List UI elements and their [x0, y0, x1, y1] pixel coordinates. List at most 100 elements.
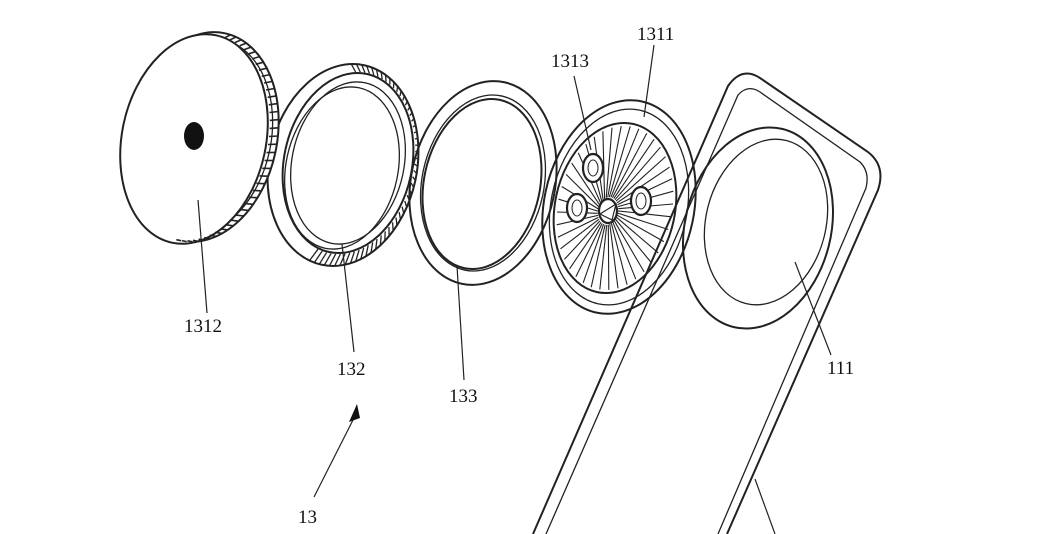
- ring-tooth: [350, 63, 357, 73]
- cap-tooth: [230, 219, 239, 222]
- fan-blade: [613, 138, 655, 199]
- label-frame: 1311: [637, 24, 674, 45]
- cap-tooth: [265, 87, 275, 91]
- ring-tooth: [355, 249, 360, 262]
- fan-blade: [569, 221, 602, 270]
- ring-tooth: [375, 239, 378, 250]
- cap-tooth: [258, 67, 267, 71]
- assembly-arrowhead: [349, 404, 360, 422]
- fan-blade: [616, 216, 659, 254]
- ring-tooth: [360, 247, 365, 260]
- fan-blade: [612, 221, 637, 280]
- cap-tooth: [267, 95, 277, 99]
- cap-tooth: [229, 36, 237, 41]
- ring-tooth: [361, 64, 366, 73]
- cap-tooth: [263, 80, 273, 84]
- cap-tooth: [224, 34, 231, 39]
- ring-tooth: [401, 206, 405, 214]
- ring-tooth: [414, 157, 419, 160]
- cap-tooth: [248, 50, 256, 55]
- ring-tooth: [365, 245, 369, 257]
- ring-tooth: [412, 124, 416, 128]
- cap-tooth: [243, 46, 252, 51]
- cap-tooth: [269, 118, 279, 122]
- ring-tooth: [409, 112, 413, 117]
- fan-blade: [565, 174, 600, 208]
- cap-tooth: [269, 127, 279, 130]
- ring-tooth: [404, 100, 408, 106]
- cap-center-hole: [184, 122, 204, 150]
- ring-tooth: [406, 194, 411, 202]
- fan-blade: [582, 224, 605, 283]
- fan-blade: [575, 223, 603, 277]
- fan-blade: [613, 220, 645, 273]
- ring-tooth: [318, 252, 328, 265]
- ring-tooth: [334, 253, 341, 267]
- fan-frame: [541, 99, 697, 315]
- label-window: 111: [827, 358, 854, 379]
- fan-blade: [608, 126, 631, 198]
- label-cap: 1312: [184, 316, 222, 337]
- cap-tooth: [240, 208, 249, 212]
- ring-tooth: [379, 235, 382, 246]
- fan-blade: [614, 218, 653, 264]
- fan-blade: [610, 128, 640, 198]
- label-fan: 1313: [551, 51, 589, 72]
- ring-tooth: [407, 106, 411, 111]
- fan-blade: [609, 224, 619, 289]
- cap-gear-teeth: [176, 34, 279, 243]
- cap-tooth: [235, 214, 244, 217]
- fan-blade: [616, 166, 670, 204]
- ring-tooth: [411, 118, 415, 122]
- ring-tooth: [323, 253, 332, 266]
- ring-tooth: [408, 188, 413, 195]
- ring-tooth: [410, 182, 415, 188]
- cap-tooth: [209, 234, 217, 238]
- ring-tooth: [398, 211, 402, 220]
- fan-blade: [557, 216, 599, 238]
- ring-tooth: [413, 131, 418, 134]
- cap-tooth: [215, 231, 223, 235]
- cap-tooth: [176, 238, 182, 242]
- ring-tooth: [413, 169, 418, 174]
- cap-tooth: [252, 189, 262, 192]
- ring-tooth: [328, 253, 337, 267]
- fan-hub: [565, 152, 653, 225]
- cap-tooth: [204, 236, 211, 240]
- cap-tooth: [239, 42, 247, 47]
- fan-blade: [563, 220, 601, 260]
- leader-lines: [197, 44, 832, 534]
- ring-tooth: [370, 242, 374, 254]
- ring-tooth: [355, 63, 361, 73]
- cap-tooth: [192, 239, 199, 243]
- ring-tooth: [414, 163, 418, 167]
- ring-tooth: [380, 71, 383, 80]
- fan-blade: [615, 156, 666, 202]
- ring-tooth: [412, 176, 416, 181]
- fan-blade: [599, 224, 608, 290]
- ring-tooth: [371, 67, 375, 76]
- cap-tooth: [268, 135, 278, 138]
- cap-tooth: [249, 196, 258, 199]
- cap-tooth: [245, 202, 254, 206]
- fan-blade: [560, 218, 600, 250]
- fan-blade: [607, 125, 622, 198]
- ring-tooth: [313, 250, 323, 263]
- ring-tooth: [349, 251, 356, 264]
- fan-blade: [616, 214, 665, 243]
- cap-tooth: [220, 228, 228, 231]
- ring-tooth: [404, 200, 408, 208]
- ring-tooth: [344, 252, 351, 265]
- ring-tooth: [399, 90, 402, 97]
- ring-tooth: [384, 74, 387, 82]
- cap: [119, 31, 280, 245]
- cap-tooth: [225, 224, 234, 227]
- fan-blades: [556, 125, 674, 290]
- geared-ring: [266, 63, 420, 267]
- fan-blade: [610, 223, 628, 285]
- ring-tooth: [366, 65, 371, 74]
- ring-tooth: [415, 150, 419, 153]
- cap-tooth: [234, 39, 242, 44]
